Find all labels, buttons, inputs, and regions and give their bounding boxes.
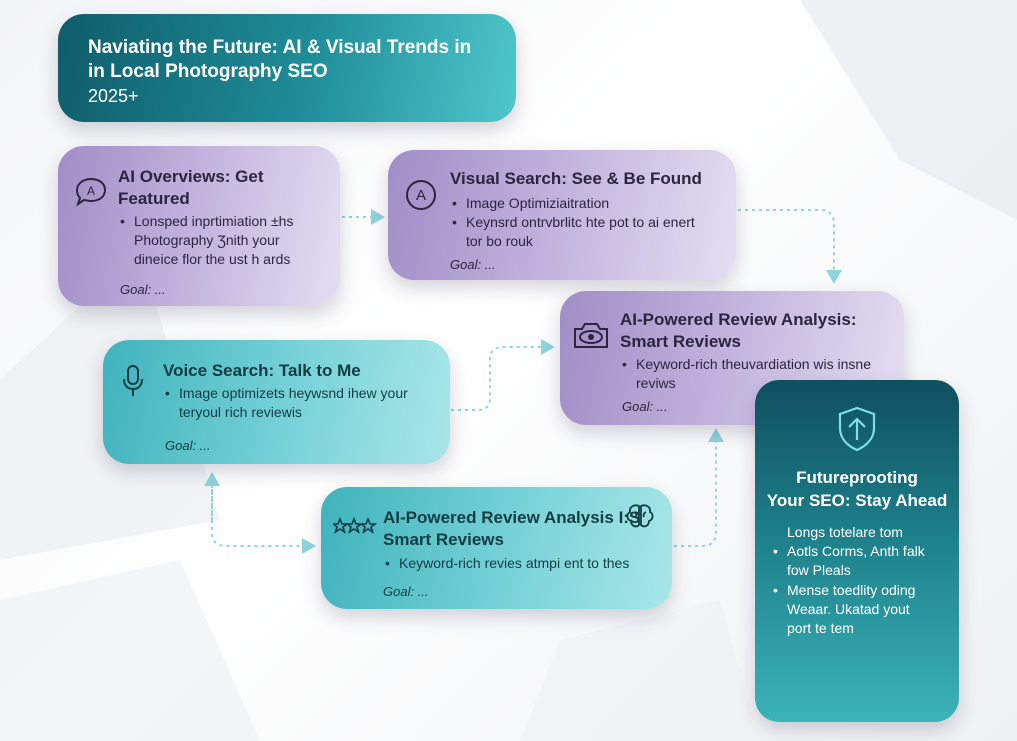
connector-voice-to-review xyxy=(451,339,555,411)
connector-visual-to-review xyxy=(738,209,842,284)
voice-search-bullet: Image optimizets heywsnd ihew your teryo… xyxy=(163,384,408,422)
visual-search-goal: Goal: ... xyxy=(450,257,496,272)
chat-bubble-a-icon: A xyxy=(75,177,107,207)
future-bullet1: Aotls Corms, Anth falk fow Pleals xyxy=(771,542,925,580)
voice-search-bullet-line1: Image optimizets heywsnd ihew your xyxy=(179,385,408,401)
ai-overviews-bullet-line1: Lonsped inprtimiation ±hs xyxy=(134,213,294,229)
ai-overviews-goal: Goal: ... xyxy=(120,282,166,297)
visual-search-title: Visual Search: See & Be Found xyxy=(450,169,702,188)
card-visual-search: A Visual Search: See & Be Found Image Op… xyxy=(388,150,736,280)
review-bottom-title-line1: AI-Powered Review Analysis I:S xyxy=(383,508,641,527)
card-voice-search: Voice Search: Talk to Me Image optimizet… xyxy=(103,340,450,464)
future-intro: Longs totelare tom xyxy=(787,524,903,540)
header-banner: Naviating the Future: AI & Visual Trends… xyxy=(58,14,516,122)
microphone-icon xyxy=(123,365,143,396)
future-title-line2: Your SEO: Stay Ahead xyxy=(766,491,948,510)
svg-text:A: A xyxy=(87,184,95,198)
ai-overviews-title-line2: Featured xyxy=(118,189,190,208)
visual-search-bullet2: Keynsrd ontrvbrlitc hte pot to ai enert … xyxy=(450,213,695,251)
review-bottom-goal: Goal: ... xyxy=(383,584,429,599)
card-futureproofing: Futureprooting Your SEO: Stay Ahead Long… xyxy=(755,380,959,722)
ai-overviews-title-line1: AI Overviews: Get xyxy=(118,167,264,186)
header-title-year: 2025+ xyxy=(88,86,139,106)
review-top-bullet: Keyword-rich theuvardiation wis insne re… xyxy=(620,355,871,393)
brain-icon xyxy=(626,504,654,528)
connector-review-bottom-to-top xyxy=(674,428,724,547)
ai-overviews-bullet-line3: dineice flor the ust h ards xyxy=(134,251,291,267)
review-top-title-line2: Smart Reviews xyxy=(620,332,741,351)
ai-overviews-bullet: Lonsped inprtimiation ±hs Photography Ʒn… xyxy=(118,212,293,269)
future-bullet2: Mense toedlity oding Weaar. Ukatad yout … xyxy=(771,581,915,638)
header-title-line1: Naviating the Future: AI & Visual Trends… xyxy=(88,37,472,58)
future-bullet1-line1: Aotls Corms, Anth falk xyxy=(787,543,925,559)
header-title-line2: in Local Photography SEO xyxy=(88,61,328,82)
review-top-bullet-line2: reviws xyxy=(636,375,676,391)
card-ai-overviews: A AI Overviews: Get Featured Lonsped inp… xyxy=(58,146,340,306)
voice-search-goal: Goal: ... xyxy=(165,438,211,453)
future-bullet2-line2: Weaar. Ukatad yout xyxy=(787,601,910,617)
connector-voice-down xyxy=(211,478,316,554)
visual-search-bullet2-line2: tor bo rouk xyxy=(466,233,533,249)
review-bottom-title-line2: Smart Reviews xyxy=(383,530,504,549)
review-bottom-bullet: Keyword-rich revies atmpi ent to thes xyxy=(383,554,629,573)
camera-eye-icon xyxy=(574,323,608,348)
visual-search-bullet1: Image Optimiziaitration xyxy=(450,194,609,213)
circle-a-icon: A xyxy=(406,180,436,210)
voice-search-title: Voice Search: Talk to Me xyxy=(163,361,361,380)
future-title-line1: Futureprooting xyxy=(796,468,918,487)
card-review-analysis-bottom: AI-Powered Review Analysis I:S Smart Rev… xyxy=(321,487,672,609)
future-bullet1-line2: fow Pleals xyxy=(787,562,851,578)
future-bullet2-line3: port te tem xyxy=(787,620,854,636)
review-top-title-line1: AI-Powered Review Analysis: xyxy=(620,310,857,329)
future-bullet2-line1: Mense toedlity oding xyxy=(787,582,916,598)
three-stars-icon xyxy=(333,517,377,534)
ai-overviews-bullet-line2: Photography Ʒnith your xyxy=(134,232,280,248)
svg-text:A: A xyxy=(416,187,426,204)
review-top-bullet-line1: Keyword-rich theuvardiation wis insne xyxy=(636,356,871,372)
voice-search-bullet-line2: teryoul rich reviewis xyxy=(179,404,302,420)
visual-search-bullet2-line1: Keynsrd ontrvbrlitc hte pot to ai enert xyxy=(466,214,695,230)
review-top-goal: Goal: ... xyxy=(622,399,668,414)
shield-arrow-icon xyxy=(838,406,876,452)
